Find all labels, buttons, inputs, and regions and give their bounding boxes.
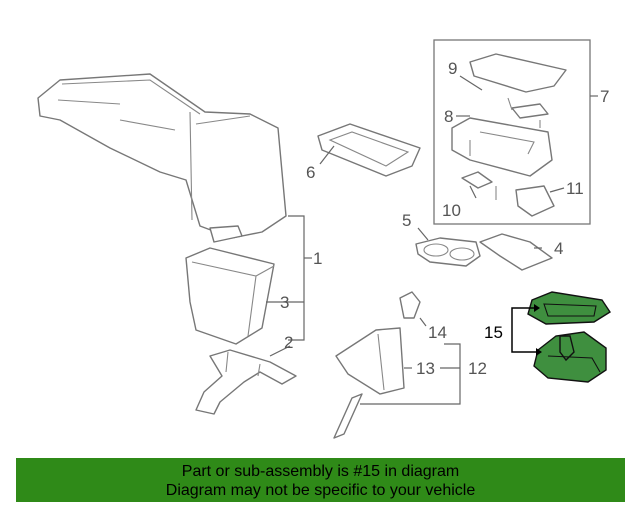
callout-7: 7 [600, 87, 609, 106]
cup-holder-part[interactable] [415, 237, 481, 267]
bracket-part[interactable] [195, 349, 297, 415]
console-body-part[interactable] [37, 73, 287, 243]
storage-bin-part[interactable] [185, 247, 275, 345]
callout-8: 8 [444, 107, 453, 126]
shift-knob-part[interactable] [399, 291, 421, 319]
callout-9: 9 [448, 59, 457, 78]
tray-part[interactable] [317, 123, 421, 177]
callout-3: 3 [280, 293, 289, 312]
callout-4: 4 [554, 239, 563, 258]
callout-1: 1 [313, 249, 322, 268]
shift-lever-part[interactable] [333, 393, 363, 439]
parts-diagram: 1 2 3 4 5 6 7 8 9 10 11 12 13 14 15 [37, 39, 611, 439]
leader-lines [266, 75, 598, 405]
callout-6: 6 [306, 163, 315, 182]
shift-boot-part[interactable] [335, 327, 405, 395]
banner-line-1: Part or sub-assembly is #15 in diagram [181, 463, 460, 480]
info-banner: Part or sub-assembly is #15 in diagram D… [16, 458, 625, 502]
callout-10: 10 [442, 201, 461, 220]
plate-part[interactable] [479, 233, 553, 271]
callout-5: 5 [402, 211, 411, 230]
armrest-assembly-box[interactable] [433, 39, 591, 225]
callout-11: 11 [566, 179, 584, 198]
banner-line-2: Diagram may not be specific to your vehi… [165, 482, 476, 499]
callout-2: 2 [284, 333, 293, 352]
highlighted-part-15[interactable] [527, 291, 611, 383]
callout-12: 12 [468, 359, 487, 378]
callout-13: 13 [416, 359, 435, 378]
callout-15: 15 [484, 323, 503, 342]
callout-14: 14 [428, 323, 447, 342]
